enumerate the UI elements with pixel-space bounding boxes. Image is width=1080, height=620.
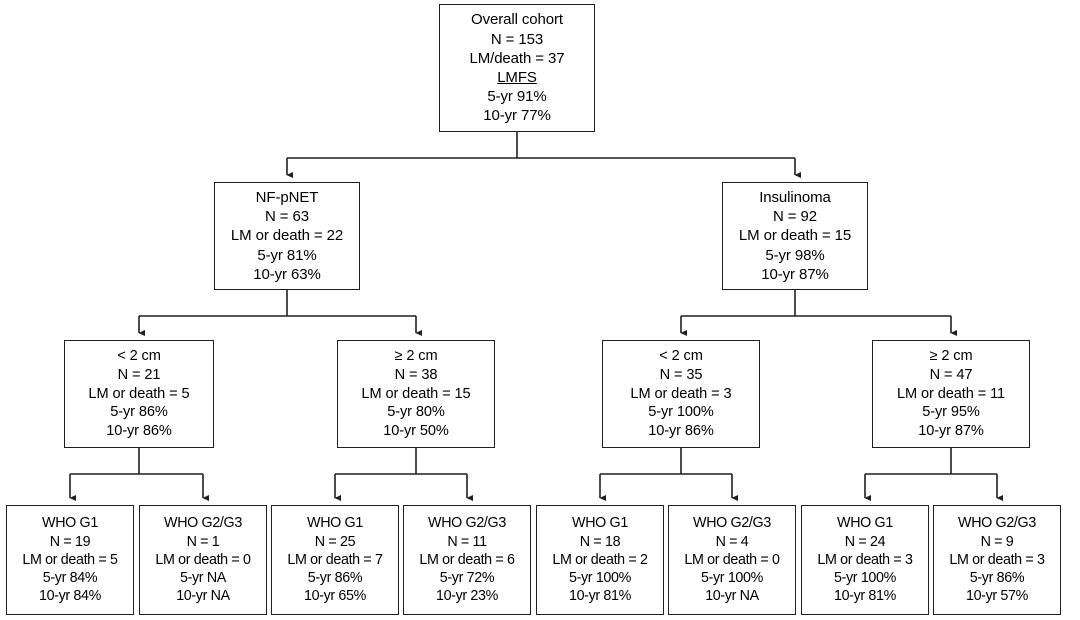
node-insulinoma-line-2: N = 92 bbox=[772, 208, 817, 226]
node-insulinoma-ge-2cm-line-2: N = 47 bbox=[929, 366, 973, 383]
node-nf-pnet-line-2: N = 63 bbox=[264, 208, 309, 226]
node-insulinoma-lt-2cm-line-3: LM or death = 3 bbox=[630, 385, 732, 402]
node-nf-pnet-ge2-who-g2g3-line-3: LM or death = 6 bbox=[419, 551, 515, 568]
node-nf-pnet-lt2-who-g1-line-3: LM or death = 5 bbox=[22, 551, 118, 568]
node-nf-pnet-lt-2cm-line-3: LM or death = 5 bbox=[88, 385, 190, 402]
node-overall-cohort-line-1: Overall cohort bbox=[471, 11, 563, 29]
node-insulinoma-ge-2cm-line-4: 5-yr 95% bbox=[922, 404, 980, 421]
node-nf-pnet-lt2-who-g1-line-2: N = 19 bbox=[49, 533, 91, 550]
node-nf-pnet-lt2-who-g1-line-5: 10-yr 84% bbox=[38, 588, 101, 605]
node-nf-pnet-line-4: 5-yr 81% bbox=[257, 246, 317, 264]
node-nf-pnet-ge2-who-g1-line-2: N = 25 bbox=[314, 533, 356, 550]
node-insulinoma-ge-2cm-line-5: 10-yr 87% bbox=[918, 423, 984, 439]
node-insulinoma-lt2-who-g2g3-line-5: 10-yr NA bbox=[705, 588, 759, 605]
node-nf-pnet-lt2-who-g2g3-line-2: N = 1 bbox=[186, 533, 220, 550]
node-overall-cohort-line-3: LM/death = 37 bbox=[469, 49, 565, 67]
node-overall-cohort-line-4: LMFS bbox=[497, 69, 537, 86]
node-nf-pnet-ge2-who-g1-line-3: LM or death = 7 bbox=[287, 551, 383, 568]
node-insulinoma-line-1: Insulinoma bbox=[759, 189, 831, 207]
node-insulinoma-line-4: 5-yr 98% bbox=[765, 246, 825, 264]
node-insulinoma-lt-2cm-line-1: < 2 cm bbox=[659, 348, 703, 365]
node-nf-pnet-lt2-who-g2g3-line-4: 5-yr NA bbox=[179, 570, 226, 587]
node-insulinoma-line-3: LM or death = 15 bbox=[738, 227, 852, 245]
node-nf-pnet-ge-2cm-line-1: ≥ 2 cm bbox=[394, 348, 438, 365]
node-nf-pnet-ge2-who-g2g3-line-5: 10-yr 23% bbox=[435, 588, 498, 605]
node-nf-pnet-ge2-who-g2g3-line-4: 5-yr 72% bbox=[439, 570, 495, 587]
node-nf-pnet-lt2-who-g1-line-1: WHO G1 bbox=[42, 515, 98, 532]
node-insulinoma-lt2-who-g1-line-4: 5-yr 100% bbox=[568, 570, 631, 587]
node-insulinoma-lt2-who-g2g3-line-4: 5-yr 100% bbox=[700, 570, 763, 587]
node-insulinoma-ge2-who-g1-line-5: 10-yr 81% bbox=[833, 588, 896, 605]
node-nf-pnet-lt-2cm-line-5: 10-yr 86% bbox=[106, 423, 172, 439]
node-insulinoma-lt2-who-g1-line-5: 10-yr 81% bbox=[568, 588, 631, 605]
node-nf-pnet-ge2-who-g2g3-line-2: N = 11 bbox=[447, 533, 487, 550]
node-nf-pnet-ge-2cm-line-2: N = 38 bbox=[394, 366, 438, 383]
node-nf-pnet-lt2-who-g1-line-4: 5-yr 84% bbox=[42, 570, 98, 587]
node-insulinoma-ge2-who-g1-line-4: 5-yr 100% bbox=[833, 570, 896, 587]
node-insulinoma-lt-2cm-line-2: N = 35 bbox=[659, 366, 703, 383]
node-nf-pnet-lt-2cm-line-4: 5-yr 86% bbox=[110, 404, 168, 421]
node-nf-pnet-ge-2cm-line-3: LM or death = 15 bbox=[361, 385, 471, 402]
node-overall-cohort-line-6: 10-yr 77% bbox=[483, 107, 551, 125]
node-nf-pnet-ge-2cm-line-4: 5-yr 80% bbox=[387, 404, 445, 421]
node-insulinoma-ge2-who-g2g3-line-4: 5-yr 86% bbox=[969, 570, 1025, 587]
node-insulinoma-line-5: 10-yr 87% bbox=[761, 265, 829, 283]
node-insulinoma-lt2-who-g2g3-line-3: LM or death = 0 bbox=[684, 551, 780, 568]
node-nf-pnet-ge2-who-g2g3-line-1: WHO G2/G3 bbox=[428, 515, 506, 532]
node-insulinoma-ge2-who-g1-line-2: N = 24 bbox=[844, 533, 886, 550]
node-overall-cohort-line-2: N = 153 bbox=[490, 30, 544, 48]
node-insulinoma-lt2-who-g1-line-2: N = 18 bbox=[579, 533, 621, 550]
node-nf-pnet-lt-2cm-line-2: N = 21 bbox=[117, 366, 161, 383]
node-insulinoma-ge2-who-g2g3-line-3: LM or death = 3 bbox=[949, 551, 1045, 568]
node-nf-pnet-line-1: NF-pNET bbox=[255, 189, 319, 207]
node-insulinoma-ge2-who-g2g3-line-5: 10-yr 57% bbox=[965, 588, 1028, 605]
node-insulinoma-ge2-who-g2g3-line-2: N = 9 bbox=[980, 533, 1014, 550]
node-nf-pnet-line-5: 10-yr 63% bbox=[253, 265, 321, 283]
node-overall-cohort-line-5: 5-yr 91% bbox=[487, 88, 547, 106]
node-insulinoma-ge2-who-g2g3-line-1: WHO G2/G3 bbox=[958, 515, 1036, 532]
node-insulinoma-lt-2cm-line-5: 10-yr 86% bbox=[648, 423, 714, 439]
node-insulinoma-ge2-who-g1-line-1: WHO G1 bbox=[837, 515, 893, 532]
node-insulinoma-lt2-who-g1-line-1: WHO G1 bbox=[572, 515, 628, 532]
node-insulinoma-ge-2cm-line-1: ≥ 2 cm bbox=[929, 348, 973, 365]
node-nf-pnet-lt2-who-g2g3-line-1: WHO G2/G3 bbox=[164, 515, 242, 532]
node-insulinoma-lt2-who-g2g3-line-1: WHO G2/G3 bbox=[693, 515, 771, 532]
node-nf-pnet-lt2-who-g2g3-line-5: 10-yr NA bbox=[176, 588, 230, 605]
node-nf-pnet-ge2-who-g1-line-4: 5-yr 86% bbox=[307, 570, 363, 587]
node-nf-pnet-ge2-who-g1-line-5: 10-yr 65% bbox=[303, 588, 366, 605]
node-insulinoma-lt2-who-g2g3-line-2: N = 4 bbox=[715, 533, 749, 550]
node-nf-pnet-ge-2cm-line-5: 10-yr 50% bbox=[383, 423, 449, 439]
node-nf-pnet-lt2-who-g2g3-line-3: LM or death = 0 bbox=[155, 551, 251, 568]
node-insulinoma-lt2-who-g1-line-3: LM or death = 2 bbox=[552, 551, 648, 568]
node-insulinoma-ge-2cm-line-3: LM or death = 11 bbox=[896, 385, 1006, 402]
node-nf-pnet-line-3: LM or death = 22 bbox=[230, 227, 344, 245]
node-insulinoma-lt-2cm-line-4: 5-yr 100% bbox=[648, 404, 714, 421]
node-nf-pnet-lt-2cm-line-1: < 2 cm bbox=[117, 348, 161, 365]
node-insulinoma-ge2-who-g1-line-3: LM or death = 3 bbox=[817, 551, 913, 568]
node-nf-pnet-ge2-who-g1-line-1: WHO G1 bbox=[307, 515, 363, 532]
